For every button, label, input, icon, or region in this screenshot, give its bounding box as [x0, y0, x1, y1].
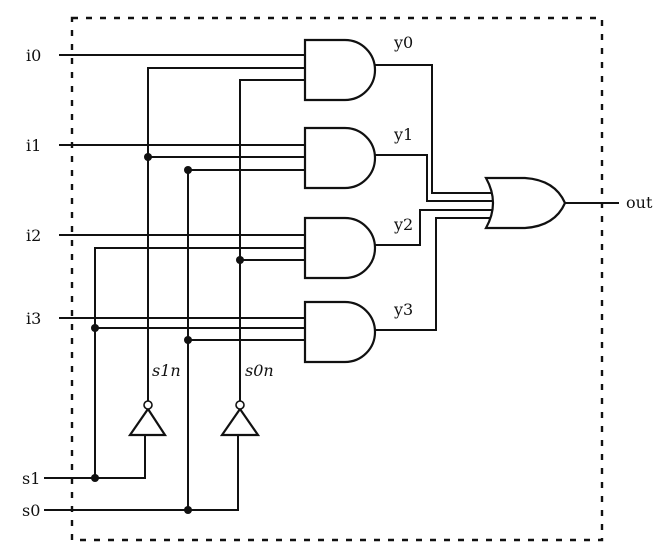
junction-s0-split: [184, 506, 192, 514]
inverter-s1-body: [127, 407, 168, 437]
and-gate-1: [303, 126, 377, 190]
junction-s1-split: [91, 474, 99, 482]
label-s1: s1: [22, 469, 40, 488]
label-s1n: s1n: [152, 361, 181, 380]
inverter-s0: [219, 400, 261, 437]
wire-y0: [374, 64, 496, 194]
wire-y2: [374, 209, 498, 246]
label-i2: i2: [26, 226, 41, 245]
label-i1: i1: [26, 136, 41, 155]
and-gate-3: [303, 300, 377, 364]
label-y2: y2: [393, 215, 413, 234]
or-gate: [484, 176, 567, 230]
junction-s0-gate1: [184, 166, 192, 174]
inverter-s0-bubble: [235, 400, 245, 410]
wire-y1: [374, 154, 498, 202]
label-y1: y1: [393, 125, 413, 144]
or-input-wires: [374, 64, 498, 331]
inverter-s1-bubble: [143, 400, 153, 410]
junction-s1n-gate1: [144, 153, 152, 161]
inverter-s1: [127, 400, 168, 437]
and-gates: [303, 38, 377, 364]
junction-s0-gate3: [184, 336, 192, 344]
module-boundary: [70, 16, 604, 542]
label-out: out: [626, 193, 653, 212]
inverter-s0-body: [219, 407, 261, 437]
label-s0: s0: [22, 501, 40, 520]
and-gate-0: [303, 38, 377, 102]
label-y3: y3: [393, 300, 413, 319]
select-lines: [94, 67, 306, 511]
junction-s0n-gate2: [236, 256, 244, 264]
label-i0: i0: [26, 46, 41, 65]
label-i3: i3: [26, 309, 41, 328]
labels: i0 i1 i2 i3 s1 s0 y0 y1 y2 y3 s1n s0n ou…: [22, 33, 653, 520]
junction-dots: [91, 153, 244, 514]
input-wires: [44, 54, 306, 511]
wire-y3: [374, 217, 496, 331]
and-gate-2: [303, 216, 377, 280]
junction-s1-gate3: [91, 324, 99, 332]
label-y0: y0: [393, 33, 413, 52]
label-s0n: s0n: [245, 361, 274, 380]
